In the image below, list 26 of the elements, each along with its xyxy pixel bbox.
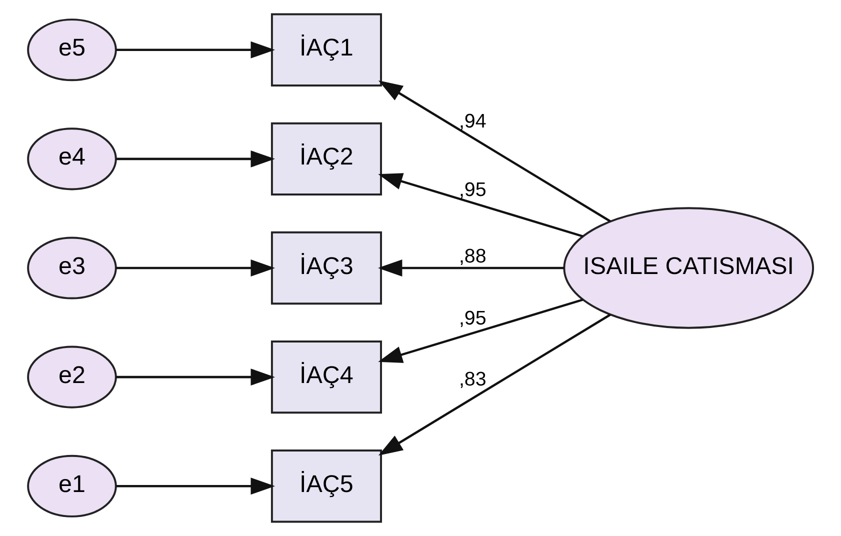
node-ellipse: e2: [27, 346, 117, 408]
node-ellipse: ISAILE CATISMASI: [563, 207, 814, 329]
node-box: İAÇ5: [270, 450, 382, 523]
node-box: İAÇ3: [270, 231, 382, 305]
arrow: [116, 478, 276, 495]
arrow: [116, 260, 276, 276]
edge-label: ,95: [458, 308, 486, 330]
arrow: [378, 80, 611, 222]
arrow: [116, 368, 276, 386]
arrow: [378, 260, 564, 276]
arrow: [378, 298, 584, 363]
node-ellipse: e3: [27, 236, 117, 300]
edge-label: ,88: [458, 246, 486, 268]
arrow: [378, 173, 584, 238]
node-ellipse: e4: [27, 128, 117, 190]
node-box: İAÇ1: [270, 13, 382, 86]
node-box: İAÇ4: [270, 340, 382, 414]
node-ellipse: e5: [27, 18, 117, 82]
arrow: [116, 41, 276, 58]
edge-label: ,95: [458, 178, 486, 201]
arrow: [116, 150, 276, 168]
node-ellipse: e1: [27, 454, 117, 518]
node-box: İAÇ2: [270, 122, 382, 196]
edge-label: ,83: [458, 368, 486, 390]
arrow: [378, 314, 611, 456]
edge-label: ,94: [458, 110, 486, 133]
